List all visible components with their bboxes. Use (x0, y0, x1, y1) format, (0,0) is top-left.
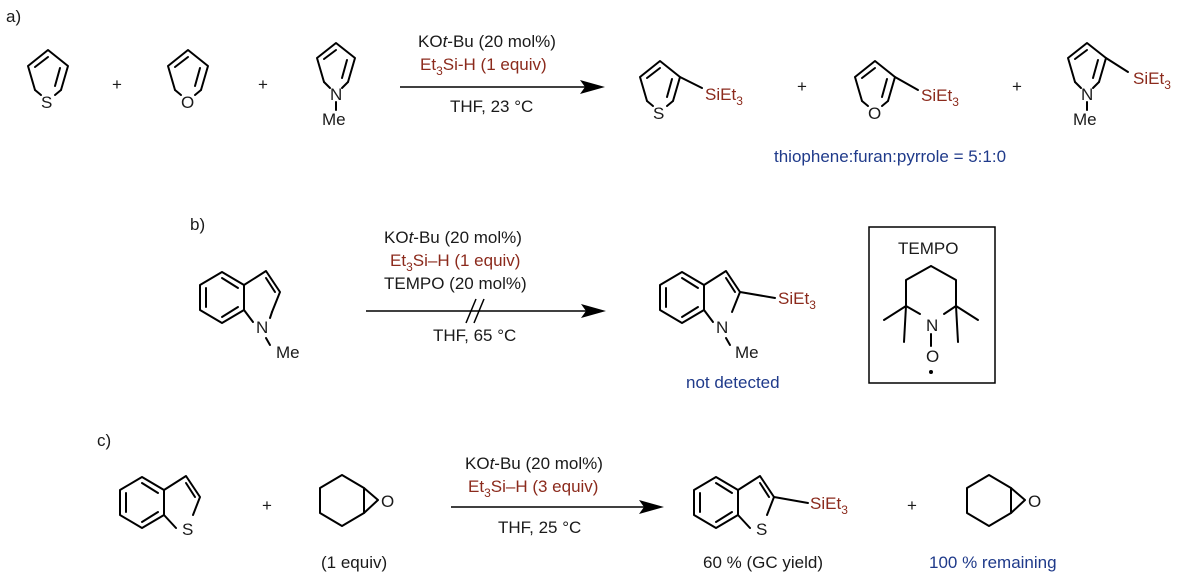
product-a3-N: N (1081, 85, 1093, 104)
c-silane-reagent: Et3Si–H (3 equiv) (468, 477, 598, 500)
product-b-silyl: SiEt3 (778, 289, 816, 312)
panel-c-label: c) (97, 431, 111, 450)
silylindole-product: N Me SiEt3 (659, 270, 816, 362)
tempo-O: O (926, 347, 939, 366)
pyrrole-N: N (330, 85, 342, 104)
b-conditions: THF, 65 °C (433, 326, 516, 345)
product-c-yield: 60 % (GC yield) (703, 553, 823, 572)
product-a2-O: O (868, 104, 881, 123)
plus-2: + (258, 75, 268, 94)
recovered-epoxide-O: O (1028, 492, 1041, 511)
pyrrole-Me: Me (322, 110, 346, 129)
c-reaction-arrow (451, 500, 664, 514)
product-c-S: S (756, 520, 767, 539)
product-c-silyl: SiEt3 (810, 494, 848, 517)
product-a3-Me: Me (1073, 110, 1097, 129)
b-additive: TEMPO (20 mol%) (384, 274, 527, 293)
epoxide-O: O (381, 492, 394, 511)
a-base-reagent: KOt-Bu (20 mol%) (418, 32, 556, 51)
indole-Me: Me (276, 343, 300, 362)
b-silane-reagent: Et3Si–H (1 equiv) (390, 251, 520, 274)
a-conditions: THF, 23 °C (450, 97, 533, 116)
plus-4: + (1012, 77, 1022, 96)
n-methylindole-structure: N Me (199, 270, 300, 362)
c-base-reagent: KOt-Bu (20 mol%) (465, 454, 603, 473)
thiophene-S: S (41, 93, 52, 112)
cyclohexene-oxide-structure: O (319, 474, 394, 527)
epoxide-amount: (1 equiv) (321, 553, 387, 572)
plus-6: + (907, 496, 917, 515)
product-a1-S: S (653, 104, 664, 123)
benzothiophene-structure: S (119, 475, 201, 539)
silylfuran-product: O SiEt3 (854, 60, 959, 123)
panel-a-label: a) (6, 7, 21, 26)
tempo-N: N (926, 316, 938, 335)
not-detected-note: not detected (686, 373, 780, 392)
product-b-Me: Me (735, 343, 759, 362)
silylbenzothiophene-product: S SiEt3 (693, 475, 848, 539)
plus-1: + (112, 75, 122, 94)
c-conditions: THF, 25 °C (498, 518, 581, 537)
plus-3: + (797, 77, 807, 96)
product-a2-silyl: SiEt3 (921, 86, 959, 109)
b-base-reagent: KOt-Bu (20 mol%) (384, 228, 522, 247)
n-methylpyrrole-structure: N Me (316, 42, 356, 129)
epoxide-remaining-note: 100 % remaining (929, 553, 1057, 572)
silylthiophene-product: S SiEt3 (639, 60, 743, 123)
tempo-box: TEMPO N O (868, 226, 996, 384)
indole-N: N (256, 318, 268, 337)
product-b-N: N (716, 318, 728, 337)
furan-structure: O (167, 49, 209, 112)
product-a3-silyl: SiEt3 (1133, 69, 1171, 92)
silylpyrrole-product: N Me SiEt3 (1067, 42, 1171, 129)
product-a1-silyl: SiEt3 (705, 85, 743, 108)
furan-O: O (181, 93, 194, 112)
tempo-title: TEMPO (898, 239, 958, 258)
selectivity-ratio: thiophene:furan:pyrrole = 5:1:0 (774, 147, 1006, 166)
thiophene-structure: S (27, 49, 69, 112)
panel-b-label: b) (190, 215, 205, 234)
a-reaction-arrow (400, 80, 605, 94)
b-blocked-arrow (366, 298, 606, 324)
benzothiophene-S: S (182, 520, 193, 539)
recovered-epoxide-structure: O (966, 474, 1041, 527)
a-silane-reagent: Et3Si-H (1 equiv) (420, 55, 547, 78)
plus-5: + (262, 496, 272, 515)
